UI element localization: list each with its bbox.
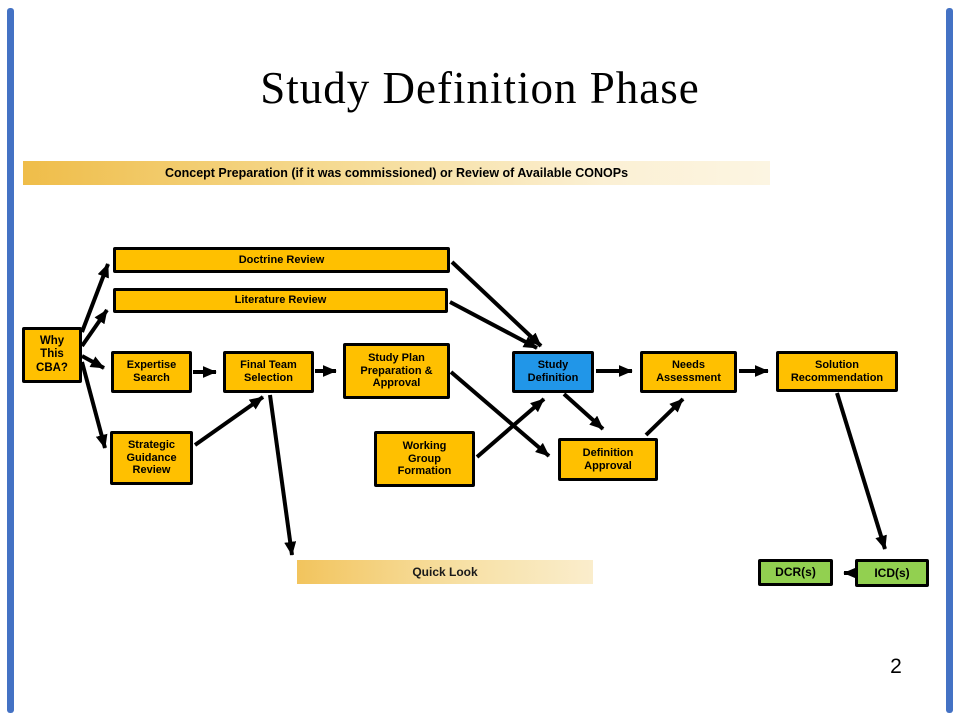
arrow-doctrine-to-studydef — [450, 260, 543, 348]
arrow-strategic-to-finalteam — [193, 395, 265, 447]
arrow-literature-to-studydef — [449, 300, 538, 350]
node-doctrine-review: Doctrine Review — [113, 247, 450, 273]
node-working-group-formation: Working Group Formation — [374, 431, 475, 487]
node-why-this-cba: Why This CBA? — [22, 327, 82, 383]
node-icd: ICD(s) — [855, 559, 929, 587]
node-study-definition: Study Definition — [512, 351, 594, 393]
arrow-defapproval-to-needs — [644, 397, 685, 437]
node-literature-review: Literature Review — [113, 288, 448, 313]
page-number: 2 — [890, 655, 902, 678]
arrow-why-to-literature — [80, 308, 109, 348]
left-border-bar — [7, 8, 14, 713]
banner-text: Concept Preparation (if it was commissio… — [164, 166, 629, 180]
node-strategic-guidance-review: Strategic Guidance Review — [110, 431, 193, 485]
right-border-bar — [946, 8, 953, 713]
node-final-team-selection: Final Team Selection — [223, 351, 314, 393]
node-study-plan-preparation-approval: Study Plan Preparation & Approval — [343, 343, 450, 399]
node-dcr: DCR(s) — [758, 559, 833, 586]
slide-title: Study Definition Phase — [260, 63, 700, 113]
arrow-workinggroup-to-studydef — [475, 397, 546, 459]
arrow-why-to-doctrine — [80, 263, 110, 333]
node-expertise-search: Expertise Search — [111, 351, 192, 393]
arrow-solution-to-icd — [835, 392, 887, 550]
arrow-why-to-expertise — [81, 354, 105, 370]
node-quick-look: Quick Look — [297, 560, 593, 584]
arrow-studyplan-to-defapproval — [449, 370, 551, 458]
node-solution-recommendation: Solution Recommendation — [776, 351, 898, 392]
concept-preparation-banner: Concept Preparation (if it was commissio… — [23, 161, 770, 185]
arrow-finalteam-to-quicklook — [268, 394, 297, 556]
node-needs-assessment: Needs Assessment — [640, 351, 737, 393]
node-definition-approval: Definition Approval — [558, 438, 658, 481]
arrow-why-to-strategic — [80, 361, 108, 449]
arrow-studydef-to-defapproval — [562, 392, 605, 431]
